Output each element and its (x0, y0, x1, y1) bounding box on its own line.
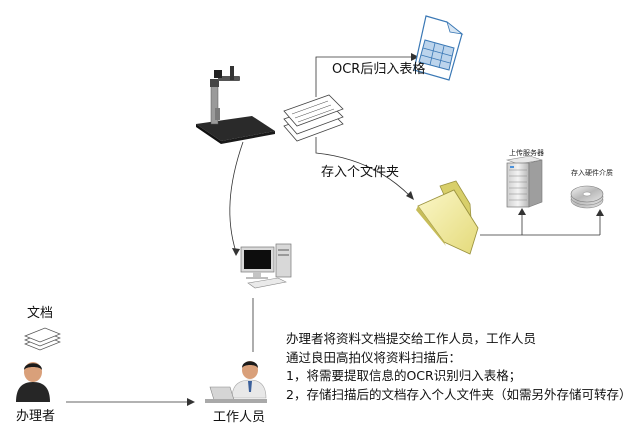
arrow-to-folder (315, 137, 411, 197)
label-document: 文档 (27, 306, 54, 321)
applicant-avatar (16, 362, 50, 402)
label-staff: 工作人员 (213, 410, 266, 425)
scanned-papers-icon (283, 94, 344, 142)
description-line: 2，存储扫描后的文档存入个人文件夹（如需另外存储可转存） (286, 386, 632, 402)
arrowhead-cd (596, 209, 604, 216)
document-stack-icon (24, 327, 61, 351)
arrowhead-server (518, 208, 526, 215)
document-camera-icon (196, 66, 275, 144)
label-upload-server: 上传服务器 (509, 149, 544, 157)
arrowhead-ocr-sheet (411, 53, 419, 61)
label-save-to-folder: 存入个文件夹 (321, 165, 400, 180)
arrow-scanner-to-pc (229, 141, 244, 253)
connector-lines (66, 53, 604, 406)
arrow-to-ocr-sheet (315, 56, 412, 97)
folder-icon (416, 180, 479, 255)
arrowhead-folder (406, 191, 414, 200)
cd-disc-icon (570, 185, 604, 209)
spreadsheet-icon (413, 15, 464, 81)
process-description: 办理者将资料文档提交给工作人员，工作人员 通过良田高拍仪将资料扫描后： 1，将需… (286, 330, 631, 404)
computer-icon (240, 243, 292, 289)
description-line: 通过良田高拍仪将资料扫描后： (286, 349, 462, 365)
arrowhead-staff (187, 398, 195, 406)
label-save-hardware: 存入硬件介质 (571, 169, 613, 177)
arrowhead-pc (232, 248, 240, 256)
label-ocr-to-table: OCR后归入表格 (332, 62, 426, 77)
description-line: 1，将需要提取信息的OCR识别归入表格； (286, 368, 522, 383)
label-applicant: 办理者 (16, 409, 56, 424)
server-icon (505, 155, 543, 208)
staff-avatar (205, 361, 267, 403)
description-line: 办理者将资料文档提交给工作人员，工作人员 (286, 331, 537, 346)
